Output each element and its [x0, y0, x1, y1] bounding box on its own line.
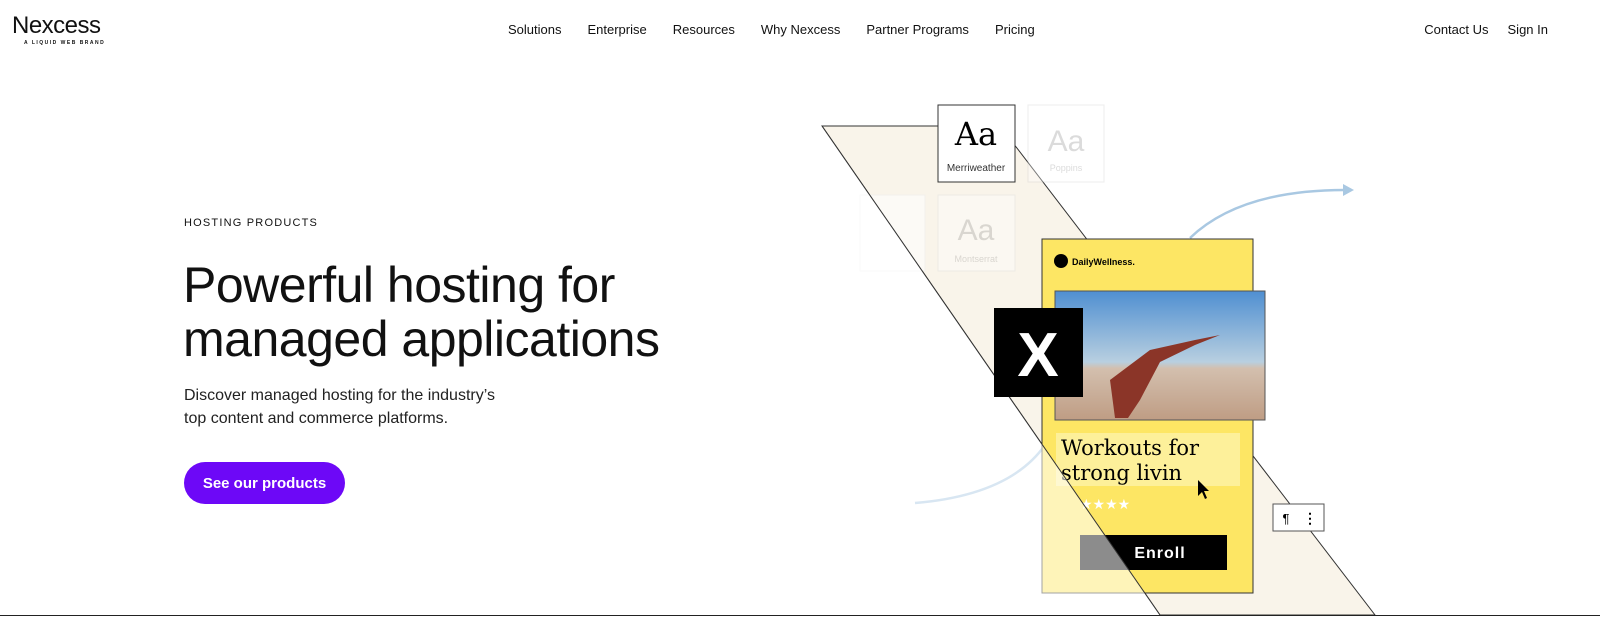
pilcrow-icon: ¶ — [1283, 511, 1290, 526]
curve-arrow — [1189, 188, 1346, 239]
nav-partner-programs[interactable]: Partner Programs — [866, 22, 969, 37]
desc-line: top content and commerce platforms. — [184, 410, 449, 427]
nav-why-nexcess[interactable]: Why Nexcess — [760, 22, 841, 37]
nexcess-logo[interactable]: Nexcess A LIQUID WEB BRAND — [12, 12, 106, 47]
font-name: Merriweather — [947, 163, 1006, 174]
block-toolbar: ¶ ⋮ — [1272, 503, 1325, 532]
title-line: Powerful hosting for — [183, 257, 615, 313]
logo-tagline: A LIQUID WEB BRAND — [24, 40, 106, 46]
sign-in-link[interactable]: Sign In — [1507, 22, 1548, 37]
font-tile-poppins: Aa Poppins — [1027, 104, 1105, 183]
nav-pricing[interactable]: Pricing — [994, 22, 1035, 37]
font-sample: Aa — [954, 115, 997, 153]
desc-line: Discover managed hosting for the industr… — [184, 387, 495, 404]
font-tile-montserrat: Aa Montserrat — [937, 194, 1016, 272]
nav-solutions[interactable]: Solutions — [508, 22, 562, 37]
person-figure — [1110, 335, 1220, 418]
brand-dot-icon — [1054, 254, 1068, 268]
band-mask — [800, 126, 1160, 615]
nav-enterprise[interactable]: Enterprise — [587, 22, 647, 37]
cursor-icon — [1198, 480, 1209, 499]
more-options-icon: ⋮ — [1303, 510, 1317, 526]
font-sample: Aa — [958, 214, 995, 247]
title-line: managed applications — [183, 311, 660, 367]
card-headline: Workouts for — [1061, 436, 1200, 460]
eyebrow: HOSTING PRODUCTS — [184, 217, 319, 229]
divider — [0, 615, 1600, 616]
see-products-button[interactable]: See our products — [184, 462, 345, 504]
band-edge — [821, 125, 1161, 616]
font-name: Montserrat — [954, 254, 998, 264]
x-logo-tile — [994, 308, 1083, 397]
enroll-label: Enroll — [1134, 545, 1185, 562]
rating-stars: ★★★★ — [1080, 496, 1130, 512]
nav-resources[interactable]: Resources — [672, 22, 735, 37]
font-sample: Aa — [1048, 125, 1085, 158]
main-nav: Solutions Enterprise Resources Why Nexce… — [508, 22, 1035, 37]
font-name: Poppins — [1050, 163, 1083, 173]
brand-name: DailyWellness. — [1072, 257, 1135, 267]
logo-text: Nexcess — [12, 12, 101, 39]
font-tile-merriweather: Aa Merriweather — [937, 104, 1016, 183]
contact-us-link[interactable]: Contact Us — [1424, 22, 1489, 37]
arrowhead-icon — [1343, 184, 1354, 196]
card-headline: strong livin — [1061, 461, 1182, 485]
x-logo: X — [1017, 321, 1058, 390]
hero-description: Discover managed hosting for the industr… — [184, 384, 495, 430]
